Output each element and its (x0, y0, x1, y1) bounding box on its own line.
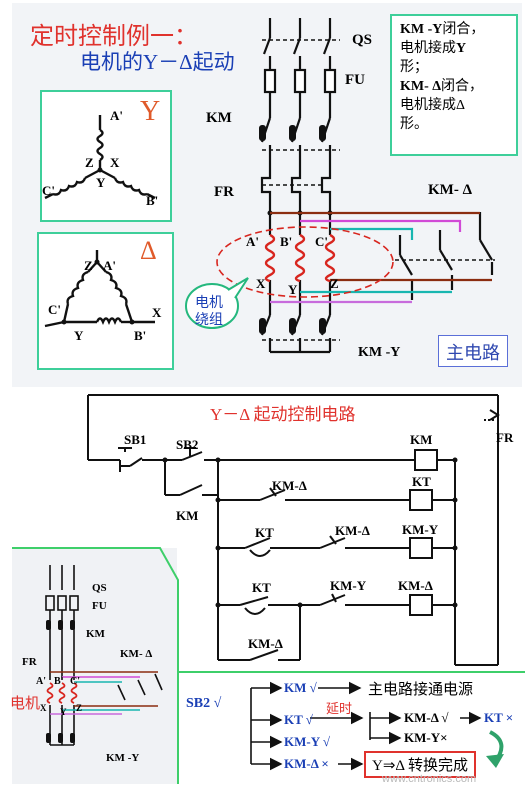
note-line4a: KM- Δ (400, 79, 442, 94)
fu-label: FU (345, 72, 365, 88)
sb2-label: SB2 (176, 437, 199, 452)
delta-big-label: Δ (140, 236, 157, 265)
note-line4b: 闭合， (441, 79, 484, 94)
flow-km-result: 主电路接通电源 (368, 682, 474, 698)
mini-km-label: KM (86, 628, 105, 640)
y-label-Y: Y (96, 175, 106, 190)
coil-km-label: KM (410, 432, 433, 447)
mini-km-delta-label: KM- Δ (120, 648, 153, 660)
flow-km-y-on: KM-Y √ (284, 734, 331, 749)
contact-kt-row4: KT (252, 580, 271, 595)
winding-label-Z: Z (330, 276, 339, 291)
mini-label-B: B' (54, 676, 64, 687)
note-line1a: KM -Y (400, 22, 443, 37)
flow-kt: KT √ (284, 712, 313, 727)
winding-label-B: B' (280, 234, 293, 249)
coil-km-y-label: KM-Y (402, 522, 439, 537)
flow-km-y-off: KM-Y× (404, 730, 448, 745)
mini-label-Y: Y (60, 707, 67, 717)
delta-label-Y: Y (74, 328, 84, 343)
mini-fr-label: FR (22, 656, 37, 668)
watermark: www.cntronics.com (382, 773, 477, 785)
coil-km-delta-label: KM-Δ (398, 578, 433, 593)
note-line2a: 电机接成 (400, 41, 456, 56)
mini-label-X: X (40, 703, 47, 713)
slide-title-line1: 定时控制例一： (30, 24, 198, 50)
main-circuit-label-box (438, 335, 508, 367)
delta-label-X: X (152, 305, 162, 320)
control-circuit (87, 394, 500, 666)
flow-result: Y⇒Δ 转换完成 (364, 751, 476, 778)
delta-label-C: C' (48, 302, 61, 317)
note-text: KM -Y闭合， 电机接成Y 形； KM- Δ闭合， 电机接成Δ 形。 (400, 20, 484, 134)
contact-km-delta-row3: KM-Δ (335, 523, 370, 538)
contact-kt-row3: KT (255, 525, 274, 540)
mini-panel (12, 548, 177, 784)
mini-label-C: C' (70, 676, 80, 687)
flow-km-delta-off: KM-Δ × (284, 756, 329, 771)
mini-label-Z: Z (76, 703, 83, 713)
flow-sb2: SB2 √ (186, 696, 222, 711)
control-title: Y－Δ 起动控制电路 (210, 405, 356, 424)
winding-label-X: X (256, 276, 266, 291)
note-line2b: Y (456, 41, 467, 56)
fr-contact-label: FR (496, 430, 514, 445)
km-seal-label: KM (176, 508, 199, 523)
note-line3: 形； (400, 60, 428, 75)
delta-label-Z: Z (84, 258, 93, 273)
delta-connection-box (37, 232, 174, 370)
y-label-C: C' (42, 183, 55, 198)
mini-label-A: A' (36, 676, 46, 687)
y-big-label: Y (140, 96, 161, 127)
fr-label: FR (214, 184, 234, 200)
coil-kt-label: KT (412, 474, 431, 489)
y-connection-box (40, 90, 172, 222)
winding-label-A: A' (246, 234, 259, 249)
km-delta-label: KM- Δ (428, 182, 472, 198)
main-circuit-label: 主电路 (446, 343, 500, 363)
km-y-label: KM -Y (358, 345, 401, 360)
note-box (390, 14, 518, 156)
note-line5: 电机接成Δ (400, 98, 466, 113)
sb1-label: SB1 (124, 432, 147, 447)
y-label-Z: Z (85, 155, 94, 170)
y-label-X: X (110, 155, 120, 170)
contact-km-y-row4: KM-Y (330, 578, 367, 593)
winding-label-C: C' (315, 234, 328, 249)
flow-km: KM √ (284, 680, 317, 695)
slide-title-line2: 电机的Y－Δ起动 (80, 50, 235, 74)
contact-km-delta-row2: KM-Δ (272, 478, 307, 493)
flow-kt-off: KT × (484, 710, 514, 725)
delta-symbol (44, 250, 155, 328)
winding-callout-line2: 绕组 (195, 313, 223, 328)
mini-fu-label: FU (92, 600, 107, 612)
note-line6: 形。 (400, 117, 428, 132)
y-label-A: A' (110, 108, 123, 123)
note-line1b: 闭合， (442, 22, 485, 37)
delta-label-B: B' (134, 328, 147, 343)
delta-label-A: A' (103, 258, 116, 273)
flow-delay: 延时 (326, 701, 353, 716)
y-star-symbol (44, 115, 156, 200)
y-label-B: B' (146, 193, 159, 208)
winding-callout-line1: 电机 (195, 296, 223, 311)
flow-km-delta-on: KM-Δ √ (404, 710, 449, 725)
km-label: KM (206, 110, 232, 126)
winding-label-Y: Y (288, 282, 298, 297)
qs-label: QS (352, 32, 373, 48)
mini-motor-label: 电机 (10, 696, 41, 712)
mini-qs-label: QS (92, 582, 107, 594)
contact-km-delta-bottom: KM-Δ (248, 636, 283, 651)
mini-km-y-label: KM -Y (106, 752, 140, 764)
